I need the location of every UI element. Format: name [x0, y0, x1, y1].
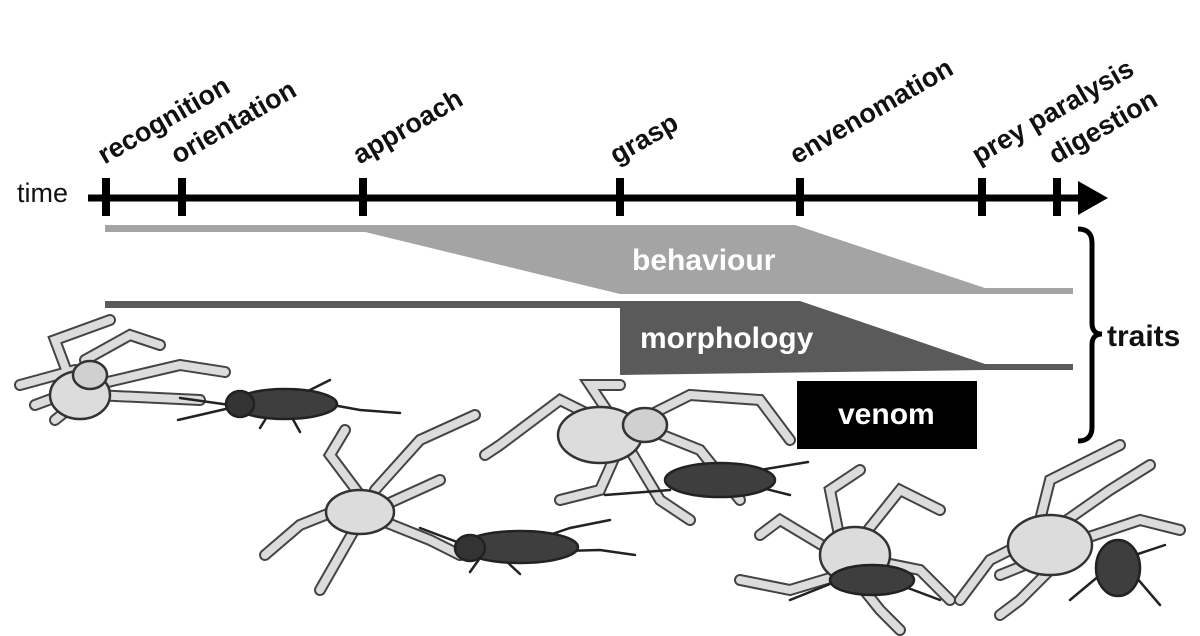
morphology-band [105, 301, 1073, 375]
tick-orientation [178, 178, 186, 216]
spider-illustration-2 [259, 409, 481, 596]
cricket-illustration-4 [788, 563, 942, 602]
cricket-illustration-5 [1068, 538, 1167, 607]
spider-illustration-3 [479, 379, 796, 526]
traits-bracket [1077, 226, 1103, 444]
tick-grasp [616, 178, 624, 216]
behaviour-label: behaviour [632, 244, 776, 277]
spider-illustration-4 [734, 464, 956, 636]
tick-approach [359, 178, 367, 216]
traits-label: traits [1107, 320, 1181, 353]
venom-band [797, 381, 977, 449]
tick-envenomation [796, 178, 804, 216]
tick-recognition [102, 178, 110, 216]
spider-illustration-5 [954, 439, 1186, 621]
behaviour-band [105, 225, 1073, 294]
tick-digestion [1053, 178, 1061, 216]
cricket-illustration-1 [176, 378, 402, 434]
time-axis-ticks [102, 178, 1061, 216]
tick-prey-paralysis [978, 178, 986, 216]
spider-illustration-1 [14, 314, 231, 426]
time-axis-label: time [17, 178, 69, 208]
morphology-label: morphology [640, 322, 814, 355]
cricket-illustration-3 [603, 460, 810, 499]
venom-label: venom [838, 398, 935, 431]
cricket-illustration-2 [418, 518, 637, 576]
time-axis-arrowhead [1078, 181, 1108, 215]
